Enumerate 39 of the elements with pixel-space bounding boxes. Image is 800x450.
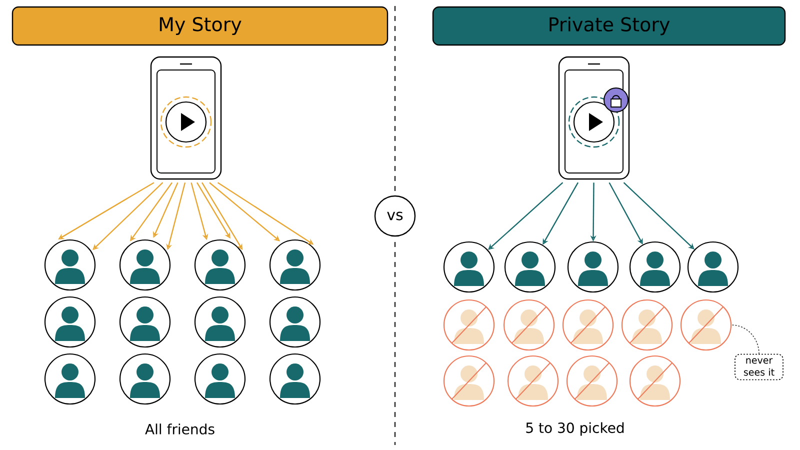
crossed-out-person-icon bbox=[566, 355, 618, 407]
person-icon bbox=[119, 239, 171, 291]
person-icon bbox=[194, 239, 246, 291]
crossed-out-person-icon bbox=[680, 299, 732, 351]
person-icon bbox=[687, 241, 739, 293]
title-banner: My Story bbox=[12, 6, 388, 46]
crossed-out-person-icon bbox=[443, 299, 495, 351]
person-icon bbox=[119, 296, 171, 348]
crossed-out-person-icon bbox=[503, 299, 555, 351]
caption-text: 5 to 30 picked bbox=[526, 422, 624, 436]
arrow bbox=[623, 182, 694, 250]
crossed-out-person-icon bbox=[507, 355, 559, 407]
phone-drawing bbox=[150, 56, 222, 180]
person-icon bbox=[629, 241, 681, 293]
person-icon bbox=[44, 353, 96, 405]
caption-text: All friends bbox=[145, 424, 214, 434]
person-icon bbox=[567, 241, 619, 293]
phone-drawing bbox=[558, 56, 630, 180]
crossed-out-person-icon bbox=[562, 299, 614, 351]
crossed-out-person-icon bbox=[629, 355, 681, 407]
person-icon bbox=[269, 353, 321, 405]
person-icon bbox=[269, 296, 321, 348]
arrow bbox=[209, 182, 280, 242]
person-icon bbox=[269, 239, 321, 291]
crossed-out-person-icon bbox=[621, 299, 673, 351]
person-icon bbox=[443, 241, 495, 293]
person-icon bbox=[504, 241, 556, 293]
person-icon bbox=[194, 296, 246, 348]
leader-line bbox=[731, 324, 760, 354]
person-icon bbox=[44, 239, 96, 291]
title-banner: Private Story bbox=[432, 6, 786, 46]
note-box: never sees it bbox=[734, 354, 784, 380]
person-icon bbox=[44, 296, 96, 348]
arrow bbox=[488, 182, 564, 250]
arrow bbox=[58, 182, 154, 240]
person-icon bbox=[119, 353, 171, 405]
crossed-out-person-icon bbox=[443, 355, 495, 407]
person-icon bbox=[194, 353, 246, 405]
arrow bbox=[92, 182, 164, 250]
